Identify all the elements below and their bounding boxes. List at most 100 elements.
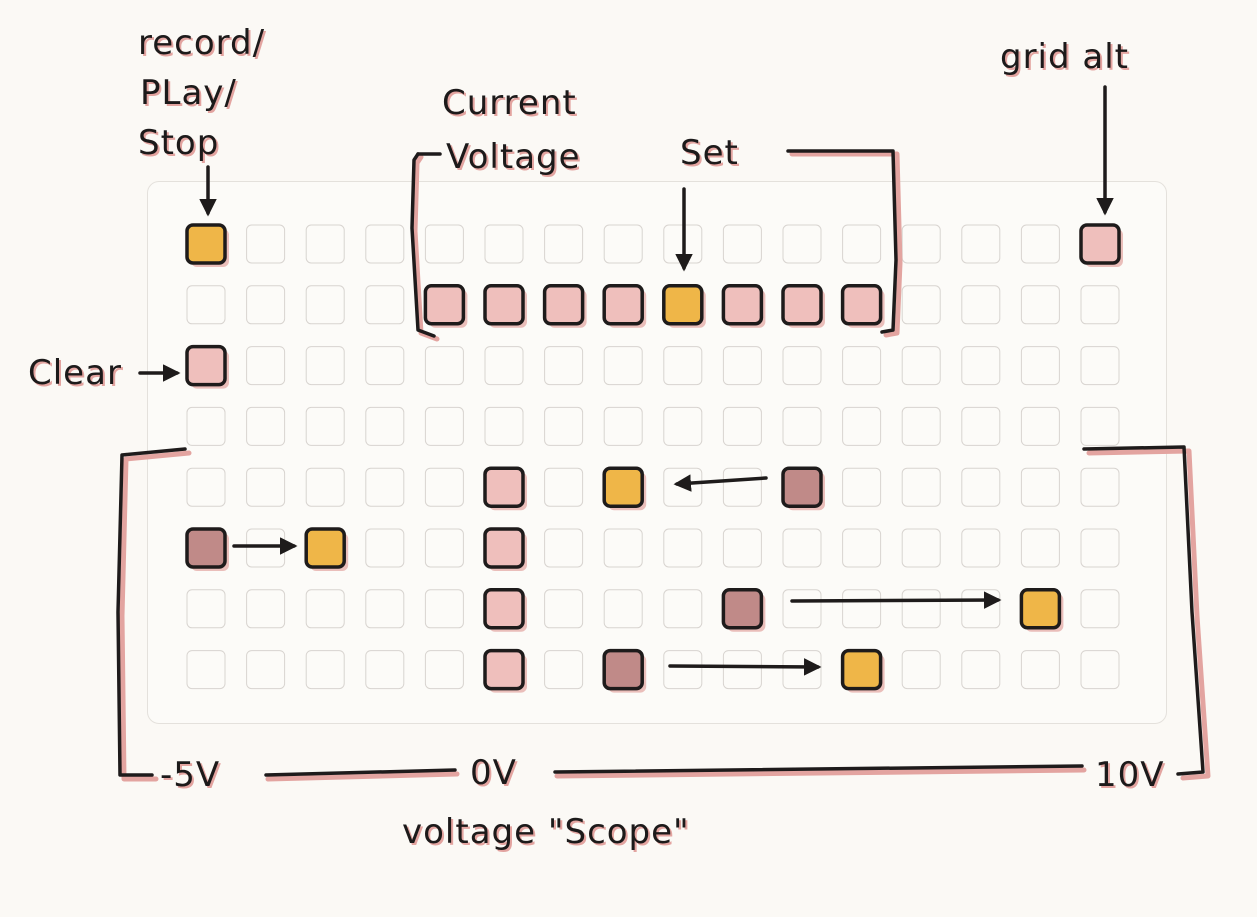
scope-target-row-2[interactable]: [304, 527, 349, 571]
zero-volt-marker-3-fill[interactable]: [483, 588, 525, 630]
grid-button[interactable]: [961, 467, 1001, 507]
grid-button[interactable]: [246, 467, 286, 507]
grid-button[interactable]: [782, 650, 822, 690]
voltage-set-key-4-fill[interactable]: [602, 284, 644, 326]
grid-button[interactable]: [1080, 589, 1120, 629]
grid-button[interactable]: [484, 224, 524, 264]
grid-button[interactable]: [603, 406, 643, 446]
grid-button[interactable]: [961, 346, 1001, 386]
grid-button[interactable]: [365, 285, 405, 325]
grid-button[interactable]: [544, 224, 584, 264]
grid-button[interactable]: [842, 346, 882, 386]
grid-button[interactable]: [186, 650, 226, 690]
voltage-set-key-6[interactable]: [721, 284, 766, 328]
grid-alt-key-fill[interactable]: [1079, 223, 1121, 265]
grid-button[interactable]: [961, 224, 1001, 264]
voltage-set-key-7-fill[interactable]: [781, 284, 823, 326]
record-play-stop-key[interactable]: [185, 223, 229, 267]
grid-button[interactable]: [782, 589, 822, 629]
voltage-set-key-8-fill[interactable]: [840, 284, 883, 326]
grid-button[interactable]: [842, 589, 882, 629]
grid-button[interactable]: [1080, 406, 1120, 446]
grid-button[interactable]: [305, 346, 345, 386]
zero-volt-marker-1[interactable]: [483, 466, 527, 511]
grid-button[interactable]: [544, 467, 584, 507]
grid-button[interactable]: [246, 528, 286, 568]
grid-button[interactable]: [1020, 650, 1060, 690]
scope-target-row-1-fill[interactable]: [602, 466, 644, 508]
grid-button[interactable]: [424, 346, 464, 386]
scope-source-row-1-fill[interactable]: [781, 466, 823, 508]
scope-source-row-3-fill[interactable]: [721, 588, 764, 630]
grid-button[interactable]: [663, 589, 703, 629]
grid-button[interactable]: [544, 406, 584, 446]
grid-button[interactable]: [246, 346, 286, 386]
grid-button[interactable]: [305, 650, 345, 690]
scope-source-row-1[interactable]: [781, 466, 825, 511]
grid-button[interactable]: [901, 650, 941, 690]
scope-source-row-4-fill[interactable]: [602, 648, 644, 691]
grid-button[interactable]: [365, 589, 405, 629]
grid-button[interactable]: [246, 285, 286, 325]
grid-button[interactable]: [663, 346, 703, 386]
grid-button[interactable]: [782, 224, 822, 264]
grid-button[interactable]: [424, 589, 464, 629]
grid-button[interactable]: [186, 467, 226, 507]
grid-button[interactable]: [305, 589, 345, 629]
grid-button[interactable]: [544, 650, 584, 690]
voltage-set-key-7[interactable]: [781, 284, 825, 328]
grid-button[interactable]: [1080, 346, 1120, 386]
grid-button[interactable]: [544, 528, 584, 568]
grid-button[interactable]: [782, 346, 822, 386]
grid-button[interactable]: [544, 346, 584, 386]
grid-button[interactable]: [901, 224, 941, 264]
voltage-set-key-2-fill[interactable]: [483, 284, 525, 326]
grid-button[interactable]: [1020, 224, 1060, 264]
voltage-set-key-4[interactable]: [602, 284, 647, 328]
grid-button[interactable]: [186, 589, 226, 629]
voltage-set-key-6-fill[interactable]: [721, 284, 764, 326]
grid-button[interactable]: [186, 285, 226, 325]
grid-button[interactable]: [663, 528, 703, 568]
voltage-set-key-3[interactable]: [542, 284, 587, 328]
grid-button[interactable]: [722, 346, 762, 386]
grid-button[interactable]: [961, 528, 1001, 568]
grid-button[interactable]: [246, 224, 286, 264]
grid-button[interactable]: [961, 650, 1001, 690]
voltage-set-key-2[interactable]: [483, 284, 527, 328]
zero-volt-marker-1-fill[interactable]: [483, 466, 525, 508]
voltage-set-key-5-current-fill[interactable]: [662, 284, 704, 326]
zero-volt-marker-4-fill[interactable]: [483, 648, 525, 691]
grid-button[interactable]: [603, 589, 643, 629]
grid-button[interactable]: [603, 346, 643, 386]
grid-button[interactable]: [544, 589, 584, 629]
voltage-set-key-1[interactable]: [423, 284, 468, 328]
grid-button[interactable]: [1020, 406, 1060, 446]
grid-button[interactable]: [424, 650, 464, 690]
grid-button[interactable]: [901, 346, 941, 386]
grid-button[interactable]: [365, 406, 405, 446]
grid-button[interactable]: [424, 224, 464, 264]
grid-button[interactable]: [1080, 650, 1120, 690]
grid-button[interactable]: [961, 285, 1001, 325]
zero-volt-marker-3[interactable]: [483, 588, 527, 632]
grid-button[interactable]: [722, 406, 762, 446]
grid-button[interactable]: [603, 224, 643, 264]
grid-button[interactable]: [246, 589, 286, 629]
grid-button[interactable]: [1080, 528, 1120, 568]
grid-button[interactable]: [842, 467, 882, 507]
scope-target-row-4[interactable]: [840, 648, 885, 693]
grid-button[interactable]: [246, 406, 286, 446]
grid-button[interactable]: [782, 406, 822, 446]
grid-button[interactable]: [603, 528, 643, 568]
grid-button[interactable]: [961, 589, 1001, 629]
scope-target-row-2-fill[interactable]: [304, 527, 346, 569]
grid-button[interactable]: [424, 528, 464, 568]
grid-button[interactable]: [305, 285, 345, 325]
grid-button[interactable]: [186, 406, 226, 446]
scope-target-row-1[interactable]: [602, 466, 647, 511]
grid-button[interactable]: [305, 224, 345, 264]
scope-source-row-2-fill[interactable]: [185, 527, 227, 569]
grid-button[interactable]: [663, 467, 703, 507]
grid-button[interactable]: [305, 467, 345, 507]
